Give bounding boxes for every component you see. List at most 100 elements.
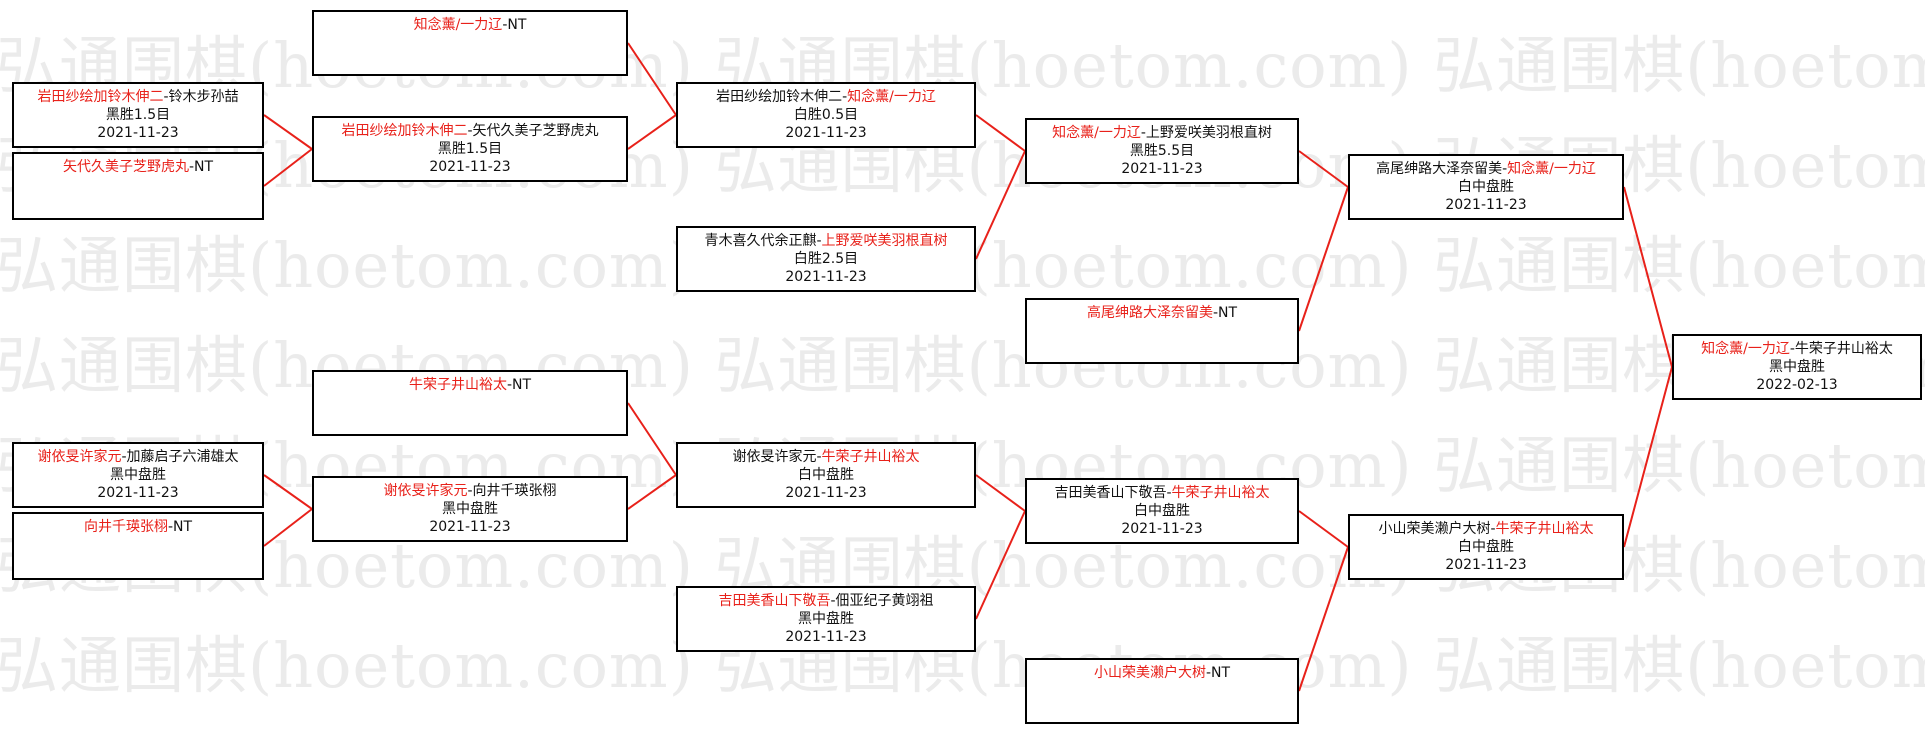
match-players: 知念薰/一力辽-NT <box>314 16 626 34</box>
player-2-name: 佃亚纪子黄翊祖 <box>835 593 934 609</box>
separator: - <box>1166 485 1172 501</box>
match-date: 2021-11-23 <box>97 125 179 141</box>
connector-line <box>263 148 313 187</box>
player-2-name: 上野爱咲美羽根直树 <box>821 233 948 249</box>
separator: - <box>121 449 127 465</box>
match-date: 2021-11-23 <box>785 485 867 501</box>
player-2-name: NT <box>173 519 193 535</box>
separator: - <box>1490 521 1496 537</box>
match-box-r4-2: 高尾绅路大泽奈留美-NT <box>1025 298 1299 364</box>
match-result: 白中盘胜 <box>1134 503 1190 519</box>
separator: - <box>467 483 473 499</box>
player-1-name: 谢依旻许家元 <box>383 483 468 499</box>
connector-line <box>1623 366 1673 548</box>
match-box-r1-3: 谢依旻许家元-加藤启子六浦雄太黑中盘胜 2021-11-23 <box>12 442 264 508</box>
match-box-r3-4: 吉田美香山下敬吾-佃亚纪子黄翊祖黑中盘胜 2021-11-23 <box>676 586 976 652</box>
separator: - <box>1205 665 1212 681</box>
match-date: 2021-11-23 <box>1121 521 1203 537</box>
connector-line <box>263 114 313 150</box>
match-players: 岩田纱绘加铃木伸二-矢代久美子芝野虎丸 <box>314 122 626 140</box>
player-2-name: 矢代久美子芝野虎丸 <box>472 123 599 139</box>
connector-line <box>1623 186 1673 368</box>
player-2-name: 牛荣子井山裕太 <box>1794 341 1893 357</box>
match-date: 2021-11-23 <box>785 629 867 645</box>
match-players: 知念薰/一力辽-上野爱咲美羽根直树 <box>1027 124 1297 142</box>
match-box-r3-3: 谢依旻许家元-牛荣子井山裕太白中盘胜 2021-11-23 <box>676 442 976 508</box>
separator: - <box>467 123 473 139</box>
separator: - <box>163 89 169 105</box>
player-2-name: NT <box>194 159 214 175</box>
connector-line <box>627 42 677 116</box>
player-1-name: 向井千瑛张栩 <box>83 519 168 535</box>
match-date: 2021-11-23 <box>97 485 179 501</box>
player-1-name: 岩田纱绘加铃木伸二 <box>37 89 164 105</box>
player-2-name: 向井千瑛张栩 <box>472 483 557 499</box>
connector-line <box>1298 510 1349 548</box>
player-2-name: NT <box>1211 665 1231 681</box>
separator: - <box>816 449 822 465</box>
player-2-name: 知念薰/一力辽 <box>1507 161 1596 177</box>
player-1-name: 岩田纱绘加铃木伸二 <box>716 89 843 105</box>
separator: - <box>1212 305 1219 321</box>
match-players: 矢代久美子芝野虎丸-NT <box>14 158 262 176</box>
connector-line <box>975 474 1026 512</box>
match-players: 岩田纱绘加铃木伸二-铃木步孙喆 <box>14 88 262 106</box>
match-result: 白中盘胜 <box>1458 539 1514 555</box>
separator: - <box>816 233 822 249</box>
separator: - <box>1789 341 1795 357</box>
match-players: 知念薰/一力辽-牛荣子井山裕太 <box>1674 340 1920 358</box>
match-players: 谢依旻许家元-加藤启子六浦雄太 <box>14 448 262 466</box>
match-players: 吉田美香山下敬吾-牛荣子井山裕太 <box>1027 484 1297 502</box>
match-result: 黑胜5.5目 <box>1129 143 1195 159</box>
connector-line <box>263 474 313 510</box>
match-result: 黑中盘胜 <box>1769 359 1825 375</box>
player-1-name: 高尾绅路大泽奈留美 <box>1086 305 1213 321</box>
player-2-name: 牛荣子井山裕太 <box>1495 521 1594 537</box>
player-2-name: 加藤启子六浦雄太 <box>126 449 239 465</box>
match-date: 2021-11-23 <box>785 269 867 285</box>
connector-line <box>1298 150 1349 188</box>
player-2-name: 牛荣子井山裕太 <box>1171 485 1270 501</box>
player-1-name: 吉田美香山下敬吾 <box>1054 485 1167 501</box>
connector-line <box>627 402 677 476</box>
separator: - <box>830 593 836 609</box>
match-result: 黑中盘胜 <box>110 467 166 483</box>
match-box-r1-4: 向井千瑛张栩-NT <box>12 512 264 580</box>
player-1-name: 知念薰/一力辽 <box>413 17 503 33</box>
match-players: 谢依旻许家元-向井千瑛张栩 <box>314 482 626 500</box>
connector-line <box>627 114 677 150</box>
match-players: 岩田纱绘加铃木伸二-知念薰/一力辽 <box>678 88 974 106</box>
player-1-name: 小山荣美濑户大树 <box>1093 665 1206 681</box>
match-players: 小山荣美濑户大树-牛荣子井山裕太 <box>1350 520 1622 538</box>
player-2-name: NT <box>512 377 532 393</box>
player-1-name: 知念薰/一力辽 <box>1701 341 1790 357</box>
match-players: 青木喜久代余正麒-上野爱咲美羽根直树 <box>678 232 974 250</box>
player-1-name: 高尾绅路大泽奈留美 <box>1376 161 1503 177</box>
connector-line <box>975 510 1026 620</box>
separator: - <box>1502 161 1508 177</box>
match-players: 向井千瑛张栩-NT <box>14 518 262 536</box>
match-box-r1-2: 矢代久美子芝野虎丸-NT <box>12 152 264 220</box>
match-players: 牛荣子井山裕太-NT <box>314 376 626 394</box>
match-result: 白中盘胜 <box>1458 179 1514 195</box>
match-players: 高尾绅路大泽奈留美-NT <box>1027 304 1297 322</box>
player-2-name: NT <box>1218 305 1238 321</box>
match-result: 白中盘胜 <box>798 467 854 483</box>
separator: - <box>502 17 508 33</box>
match-date: 2021-11-23 <box>1445 197 1527 213</box>
match-result: 黑中盘胜 <box>798 611 854 627</box>
connector-line <box>1298 546 1349 692</box>
separator: - <box>1140 125 1146 141</box>
player-1-name: 吉田美香山下敬吾 <box>718 593 831 609</box>
separator: - <box>167 519 174 535</box>
player-1-name: 谢依旻许家元 <box>732 449 817 465</box>
player-2-name: 牛荣子井山裕太 <box>821 449 920 465</box>
player-1-name: 青木喜久代余正麒 <box>704 233 817 249</box>
